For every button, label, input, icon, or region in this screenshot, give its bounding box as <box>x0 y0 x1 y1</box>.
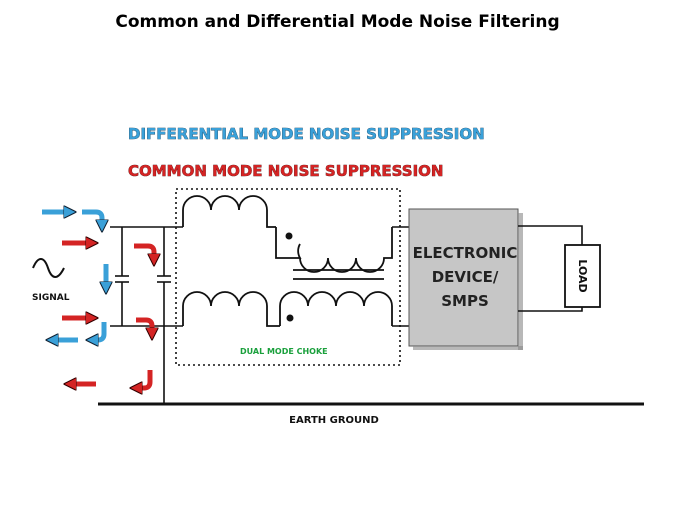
common-arrows <box>62 243 154 388</box>
differential-inductor-top <box>182 195 276 228</box>
choke-label: DUAL MODE CHOKE <box>240 347 328 356</box>
common-mode-winding-bottom <box>279 291 393 326</box>
earth-ground-label: EARTH GROUND <box>289 415 379 426</box>
device-wiring <box>392 226 409 327</box>
legend-differential: DIFFERENTIAL MODE NOISE SUPPRESSION <box>128 125 485 143</box>
choke-core <box>293 269 384 280</box>
load-label: LOAD <box>576 259 589 292</box>
device-label-line3: SMPS <box>441 292 489 310</box>
choke-enclosure <box>175 188 401 366</box>
load-box <box>564 244 601 308</box>
electronic-device-box <box>408 208 519 347</box>
device-label-line2: DEVICE/ <box>432 268 499 286</box>
differential-inductor-bottom <box>182 291 280 327</box>
dm-arrow-return-corner-icon <box>92 322 107 340</box>
legend-common: COMMON MODE NOISE SUPPRESSION <box>128 162 443 180</box>
cm-arrow-bottom-corner-icon <box>136 317 152 334</box>
page-title: Common and Differential Mode Noise Filte… <box>115 12 560 32</box>
signal-label: SIGNAL <box>32 293 70 303</box>
common-mode-winding-top <box>275 227 393 273</box>
differential-arrows <box>42 212 106 340</box>
cm-arrow-top-corner-icon <box>134 243 154 260</box>
polarity-dot-top <box>285 232 293 240</box>
input-wiring <box>110 226 183 404</box>
dm-arrow-down-corner-icon <box>82 209 102 226</box>
sine-source-icon <box>32 258 65 278</box>
device-label-line1: ELECTRONIC <box>413 244 518 262</box>
load-wiring <box>518 225 583 312</box>
polarity-dot-bottom <box>286 314 294 322</box>
cm-arrow-ground-corner-icon <box>136 370 153 388</box>
